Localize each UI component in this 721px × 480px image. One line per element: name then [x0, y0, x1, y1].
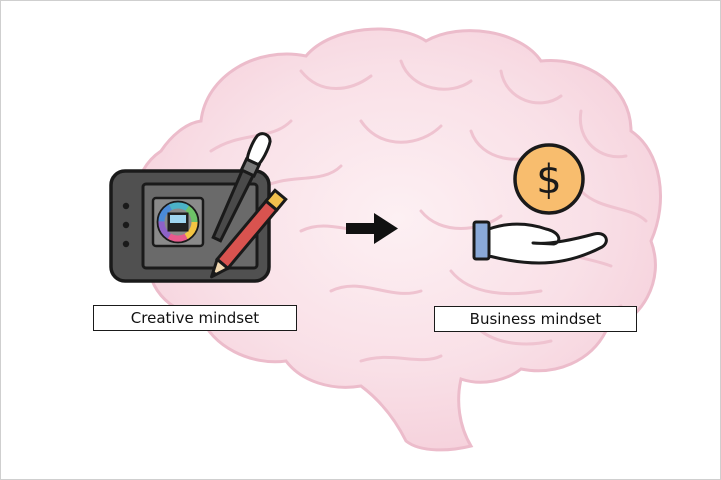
paintbrush-icon [211, 132, 272, 243]
pencil-icon [210, 188, 288, 279]
arrow-right-icon [346, 213, 398, 244]
color-wheel-icon [156, 200, 200, 244]
creative-mindset-label: Creative mindset [93, 305, 297, 331]
dollar-coin-icon: $ [513, 143, 585, 215]
dollar-sign: $ [536, 157, 561, 203]
open-hand-icon [472, 220, 608, 265]
business-mindset-label: Business mindset [434, 306, 637, 332]
